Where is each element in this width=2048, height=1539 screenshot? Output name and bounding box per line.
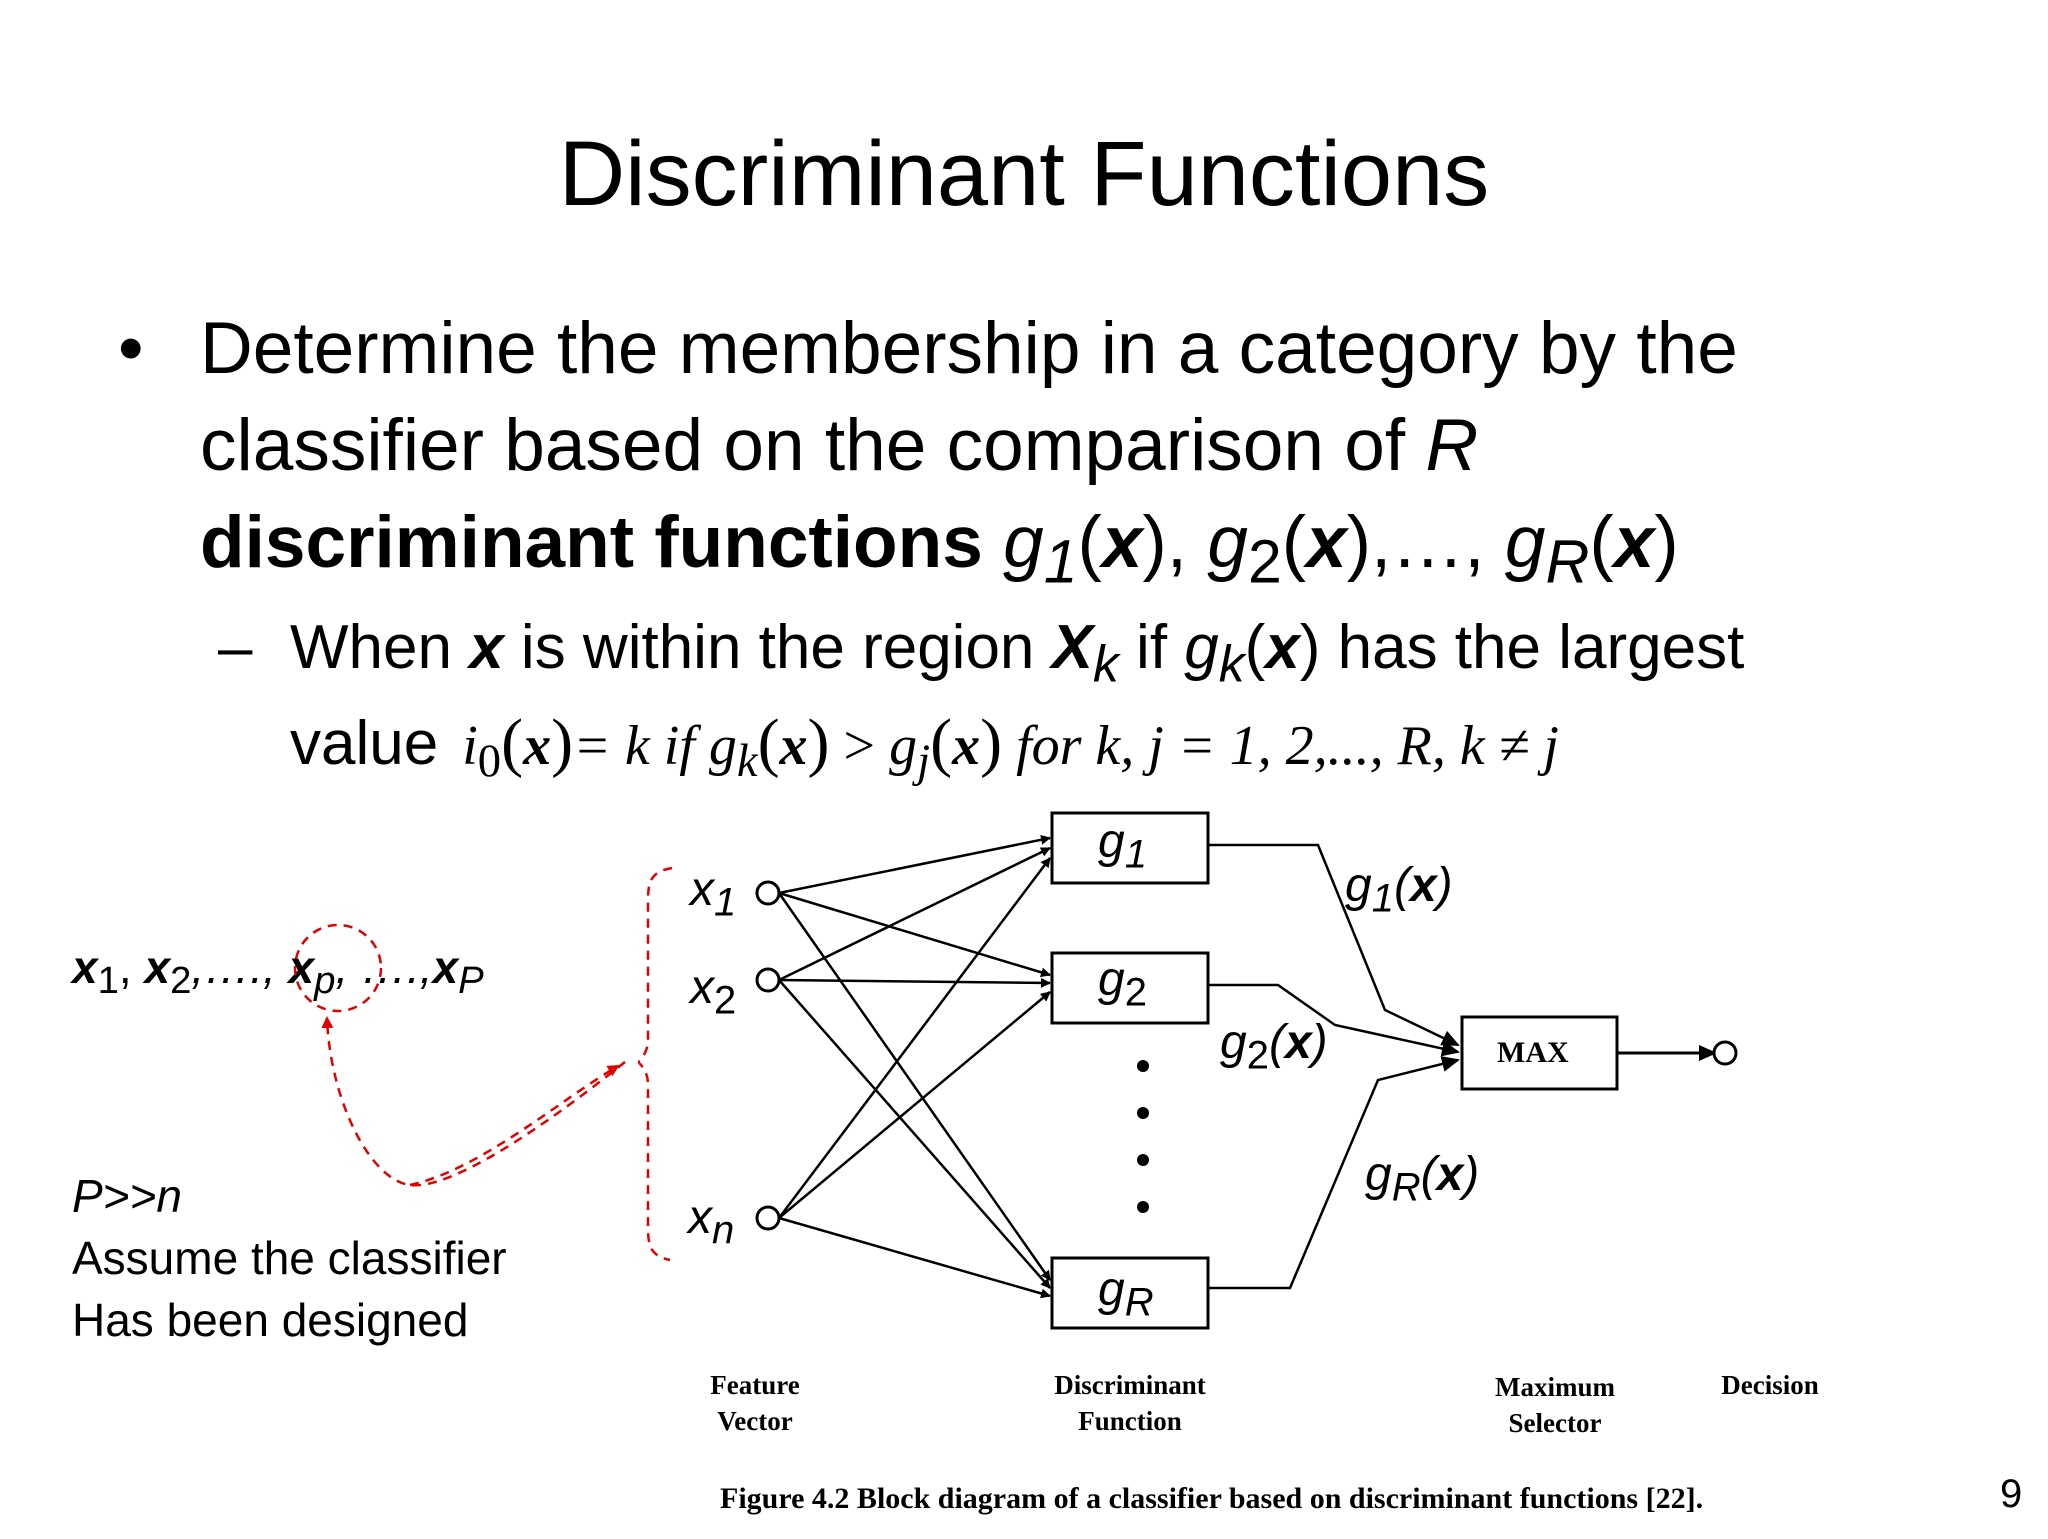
output-lines bbox=[1208, 843, 1460, 1290]
figure-caption: Figure 4.2 Block diagram of a classifier… bbox=[720, 1482, 1704, 1515]
decision-formula: i0(x)= k if gk(x) > gj(x) for k, j = 1, … bbox=[462, 706, 1559, 788]
input-label-1: x1 bbox=[690, 863, 737, 925]
note-line-3: Has been designed bbox=[72, 1294, 469, 1346]
bullet-line-3: discriminant functions g1(x), g2(x),…, g… bbox=[200, 502, 1679, 596]
box-gR bbox=[1050, 1256, 1210, 1330]
box-label-gR: gR bbox=[1098, 1263, 1154, 1325]
connections bbox=[777, 834, 1052, 1299]
input-label-n: xn bbox=[688, 1191, 735, 1253]
sub-bullet-marker: – bbox=[218, 613, 253, 682]
box-g2 bbox=[1050, 951, 1210, 1025]
output-label-g2: g2(x) bbox=[1220, 1016, 1328, 1078]
output-label-g1: g1(x) bbox=[1345, 859, 1453, 921]
link-arrow bbox=[321, 1016, 626, 1187]
note-line-1: P>>n bbox=[72, 1170, 182, 1222]
input-label-2: x2 bbox=[690, 961, 737, 1023]
feature-bracket bbox=[637, 866, 673, 1262]
bold-phrase: discriminant functions bbox=[200, 502, 983, 583]
bullet-marker: • bbox=[118, 308, 144, 389]
box-g1 bbox=[1050, 811, 1210, 885]
input-node-1 bbox=[755, 880, 781, 906]
note-line-2: Assume the classifier bbox=[72, 1232, 507, 1284]
caption-feature-vector: Feature Vector bbox=[710, 1370, 800, 1436]
input-node-n bbox=[755, 1205, 781, 1231]
sub-line-1: When x is within the region Xk if gk(x) … bbox=[290, 613, 1745, 693]
input-node-2 bbox=[755, 967, 781, 993]
bullet-text: Determine the membership in a category b… bbox=[200, 300, 2020, 611]
output-label-gR: gR(x) bbox=[1365, 1148, 1480, 1210]
highlight-annotations bbox=[293, 866, 673, 1262]
max-selector-box bbox=[1460, 1015, 1619, 1091]
design-note: P>>n Assume the classifier Has been desi… bbox=[72, 1165, 507, 1351]
caption-decision: Decision bbox=[1721, 1370, 1819, 1400]
xp-highlight-circle bbox=[293, 923, 383, 1013]
bullet-line-2: classifier based on the comparison of R bbox=[200, 405, 1479, 486]
page-number: 9 bbox=[2000, 1472, 2023, 1516]
discriminant-boxes bbox=[1050, 811, 1210, 1330]
slide-title: Discriminant Functions bbox=[558, 123, 1490, 225]
caption-discriminant-function: Discriminant Function bbox=[1054, 1370, 1206, 1436]
feature-sequence: x1, x2,…., xp, ….,xP bbox=[72, 941, 484, 1003]
box-label-g2: g2 bbox=[1098, 953, 1147, 1015]
box-label-g1: g1 bbox=[1098, 815, 1147, 877]
caption-maximum-selector: Maximum Selector bbox=[1495, 1372, 1615, 1438]
max-label: MAX bbox=[1497, 1036, 1569, 1069]
input-nodes bbox=[755, 880, 781, 1231]
sub-bullet-text: When x is within the region Xk if gk(x) … bbox=[290, 608, 2010, 802]
decision-node bbox=[1712, 1040, 1738, 1066]
bullet-line-1: Determine the membership in a category b… bbox=[200, 308, 1738, 389]
ellipsis-dots bbox=[1137, 1060, 1149, 1213]
